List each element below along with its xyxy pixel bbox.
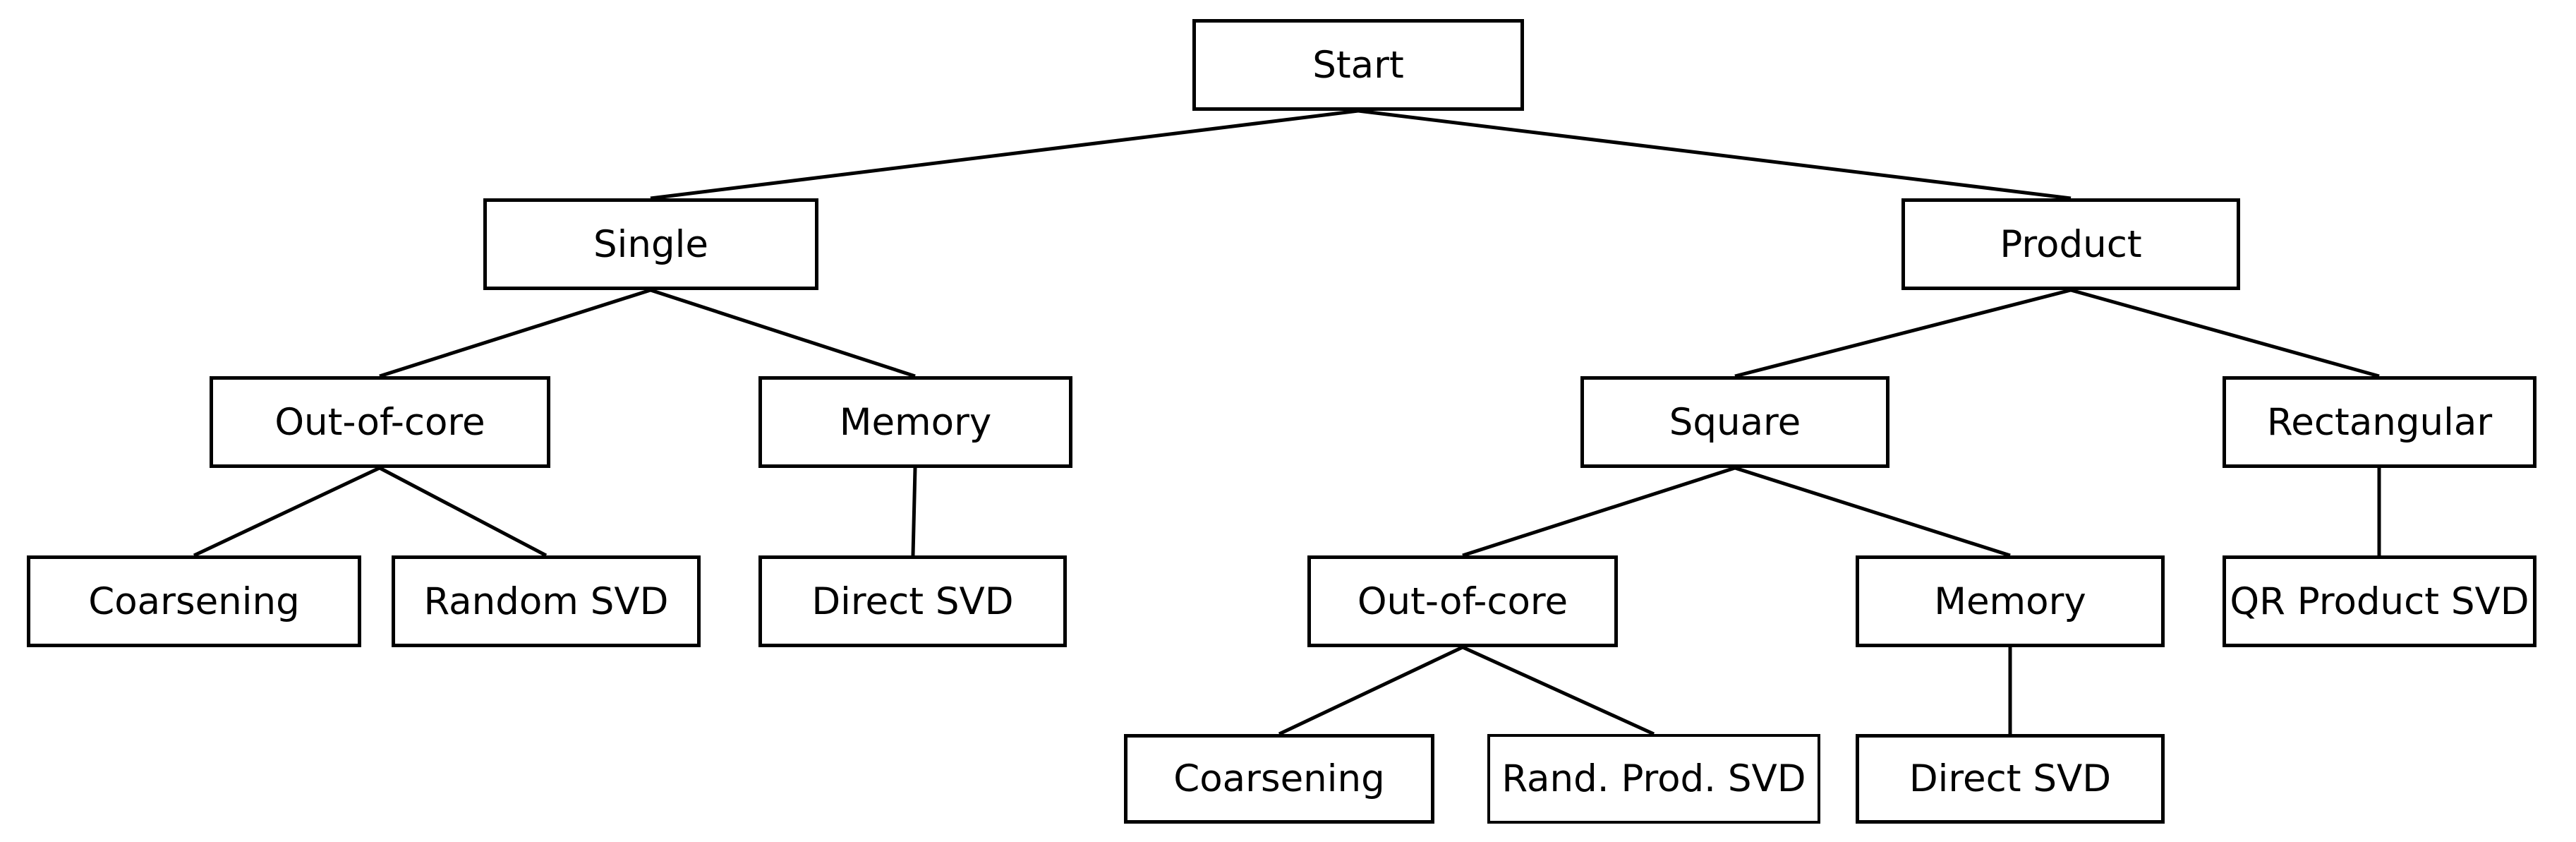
node-label-coars_l: Coarsening — [88, 579, 300, 623]
node-mem_r[interactable]: Memory — [1856, 555, 2165, 647]
node-randsvd[interactable]: Random SVD — [392, 555, 701, 647]
node-coars_l[interactable]: Coarsening — [27, 555, 361, 647]
node-label-mem_r: Memory — [1934, 579, 2086, 623]
edge-ooc_l-to-randsvd — [378, 466, 548, 558]
node-label-qrprod: QR Product SVD — [2230, 579, 2529, 623]
node-qrprod[interactable]: QR Product SVD — [2223, 555, 2536, 647]
edge-single-to-mem_l — [650, 288, 916, 378]
edge-ooc_r-to-coars_r — [1278, 645, 1464, 736]
node-label-direct_r: Direct SVD — [1909, 757, 2112, 800]
node-square[interactable]: Square — [1580, 376, 1889, 468]
edge-single-to-ooc_l — [379, 288, 651, 378]
node-coars_r[interactable]: Coarsening — [1124, 734, 1434, 824]
edge-start-to-single — [650, 109, 1359, 200]
node-randprod[interactable]: Rand. Prod. SVD — [1487, 734, 1820, 824]
edge-square-to-mem_r — [1734, 466, 2011, 558]
node-direct_r[interactable]: Direct SVD — [1856, 734, 2165, 824]
node-ooc_l[interactable]: Out-of-core — [210, 376, 550, 468]
node-label-ooc_l: Out-of-core — [274, 400, 485, 444]
node-label-ooc_r: Out-of-core — [1357, 579, 1568, 623]
node-single[interactable]: Single — [483, 198, 818, 290]
node-label-randsvd: Random SVD — [423, 579, 669, 623]
node-label-randprod: Rand. Prod. SVD — [1501, 757, 1806, 800]
edge-square-to-ooc_r — [1462, 466, 1736, 558]
edge-mem_l-to-direct_l — [911, 467, 917, 556]
node-label-single: Single — [593, 222, 708, 266]
node-label-direct_l: Direct SVD — [811, 579, 1014, 623]
edge-ooc_l-to-coars_l — [193, 466, 381, 558]
node-label-mem_l: Memory — [839, 400, 992, 444]
edge-product-to-rect — [2070, 288, 2380, 378]
edge-start-to-product — [1357, 109, 2072, 200]
node-label-square: Square — [1669, 400, 1801, 444]
node-label-start: Start — [1312, 43, 1404, 87]
node-mem_l[interactable]: Memory — [758, 376, 1072, 468]
node-rect[interactable]: Rectangular — [2223, 376, 2536, 468]
node-ooc_r[interactable]: Out-of-core — [1307, 555, 1618, 647]
node-start[interactable]: Start — [1192, 19, 1524, 111]
edge-ooc_r-to-randprod — [1461, 645, 1655, 736]
edge-product-to-square — [1734, 288, 2072, 378]
node-direct_l[interactable]: Direct SVD — [758, 555, 1067, 647]
node-label-product: Product — [2000, 222, 2142, 266]
node-product[interactable]: Product — [1901, 198, 2240, 290]
node-label-rect: Rectangular — [2266, 400, 2493, 444]
node-label-coars_r: Coarsening — [1173, 757, 1385, 800]
